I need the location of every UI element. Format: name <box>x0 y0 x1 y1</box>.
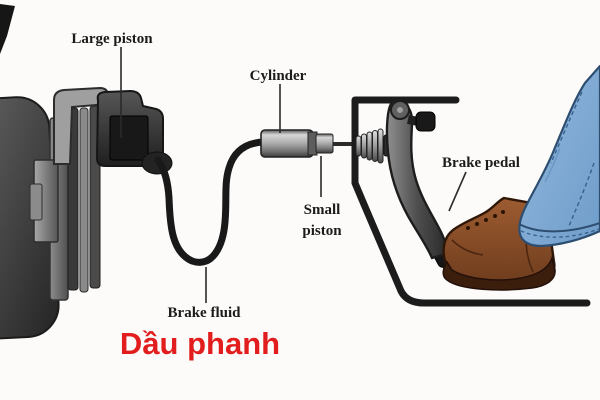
toe-seam <box>451 239 484 256</box>
jeans-pant-leg <box>518 64 600 248</box>
brake-caliper-assembly <box>53 86 173 175</box>
inner-seam-stitching <box>568 162 595 227</box>
jeans-leg <box>518 64 600 248</box>
wheel-assembly <box>0 4 101 340</box>
brake-disc <box>67 105 101 293</box>
label-large-piston: Large piston <box>71 31 153 47</box>
pushrod <box>333 142 363 146</box>
fender-wedge <box>0 4 15 54</box>
pedal-stop-knob <box>415 111 436 132</box>
label-brake-pedal: Brake pedal <box>442 155 520 171</box>
caption-dau-phanh: Dầu phanh <box>120 326 280 361</box>
leader-brake-pedal <box>448 171 467 212</box>
brake-pedal-arm <box>385 99 448 260</box>
cuff-stitching <box>520 228 600 238</box>
small-piston <box>315 133 334 154</box>
large-piston <box>109 115 149 161</box>
label-small-piston-line2: piston <box>302 223 342 239</box>
pedal-bracket <box>351 96 591 307</box>
pivot-bolt <box>397 107 403 113</box>
brake-fluid-hose <box>154 138 267 266</box>
cylinder-body <box>260 129 314 158</box>
jeans-fold-line <box>544 147 561 183</box>
label-cylinder: Cylinder <box>250 68 307 84</box>
label-small-piston-line1: Small <box>304 202 341 218</box>
cylinder-assembly <box>260 129 363 158</box>
boot-laces <box>466 210 505 230</box>
boot-sole <box>442 255 556 291</box>
jeans-cuff <box>518 222 600 233</box>
side-seam-stitching <box>550 91 583 164</box>
label-brake-fluid: Brake fluid <box>168 305 242 321</box>
hub-step <box>29 183 43 221</box>
